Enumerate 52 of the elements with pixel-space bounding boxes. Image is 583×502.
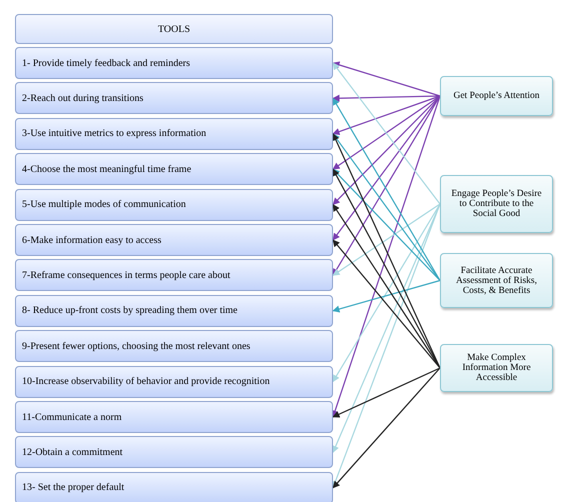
node-text: 4-Choose the most meaningful time frame xyxy=(22,164,192,175)
tool-box xyxy=(15,294,333,327)
arrow xyxy=(332,95,440,136)
header-box xyxy=(15,14,333,44)
arrow xyxy=(332,133,440,281)
node-text: 12-Obtain a commitment xyxy=(22,446,123,458)
tool-box xyxy=(15,330,333,362)
node-text: Make Complex Information More Accessible xyxy=(461,353,532,383)
node-text: 8- Reduce up-front costs by spreading them over time xyxy=(22,305,238,316)
tool-box xyxy=(15,401,333,433)
node-text: Get People’s Attention xyxy=(453,91,540,101)
arrow xyxy=(332,96,440,170)
node-text: 2-Reach out during transitions xyxy=(22,92,144,104)
arrow xyxy=(332,62,440,204)
arrow xyxy=(332,204,440,276)
node-text: 6-Make information easy to access xyxy=(22,234,162,246)
arrow xyxy=(332,61,440,97)
tool-box xyxy=(15,188,333,221)
node-text: 3-Use intuitive metrics to express information xyxy=(22,128,206,140)
goal-box xyxy=(440,253,553,308)
node-text: 7-Reframe consequences in terms people care about xyxy=(22,270,230,281)
node-text: 11-Communicate a norm xyxy=(22,412,122,422)
node-text: TOOLS xyxy=(158,24,190,34)
tool-box xyxy=(15,47,333,79)
arrow xyxy=(332,168,440,281)
node-text: 9-Present fewer options, choosing the most relevant ones xyxy=(22,340,250,352)
arrow xyxy=(332,239,440,368)
tool-box xyxy=(15,259,333,292)
goal-box xyxy=(440,175,553,233)
tool-box xyxy=(15,436,333,468)
arrow xyxy=(332,96,441,418)
arrow xyxy=(332,133,441,368)
arrow xyxy=(332,94,440,102)
goal-box xyxy=(440,344,553,392)
arrow xyxy=(332,96,440,206)
tool-box xyxy=(15,224,333,256)
node-text: 5-Use multiple modes of communication xyxy=(22,199,186,210)
node-text: 13- Set the proper default xyxy=(22,482,124,494)
goal-box xyxy=(440,76,553,116)
tool-box xyxy=(15,366,333,398)
node-text: 10-Increase observability of behavior and provide recognition xyxy=(22,376,270,388)
node-text: Facilitate Accurate Assessment of Risks, Costs, & Benefits xyxy=(454,266,538,296)
arrow xyxy=(332,168,441,368)
arrow xyxy=(332,368,440,488)
tool-box xyxy=(15,118,333,150)
tool-box xyxy=(15,153,333,186)
node-text: Engage People’s Desire to Contribute to the Social Good xyxy=(450,189,543,219)
tool-box xyxy=(15,82,333,114)
node-text: 1- Provide timely feedback and reminders xyxy=(22,58,190,68)
arrow xyxy=(332,367,440,418)
tool-box xyxy=(15,472,333,502)
arrow xyxy=(332,280,440,312)
